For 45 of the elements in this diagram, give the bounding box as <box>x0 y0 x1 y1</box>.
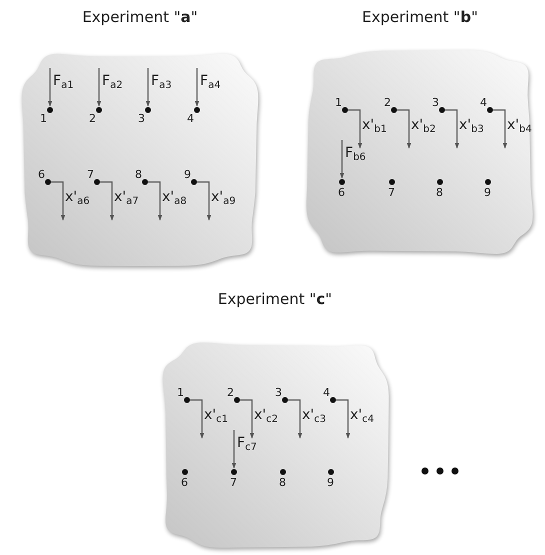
displacement-label: x'$_{b3}$ <box>459 118 484 137</box>
point-number: 3 <box>138 113 145 124</box>
point-number: 4 <box>480 97 487 108</box>
point-number: 1 <box>177 387 184 398</box>
force-label: F$_{a4}$ <box>200 74 221 93</box>
force-label: F$_{a3}$ <box>151 74 172 93</box>
point-number: 8 <box>436 187 443 198</box>
displacement-label: x'$_{a7}$ <box>114 190 139 209</box>
force-label: F$_{c7}$ <box>237 436 257 455</box>
point-number: 6 <box>338 187 345 198</box>
displacement-label: x'$_{c4}$ <box>350 408 374 427</box>
force-label: F$_{a2}$ <box>102 74 123 93</box>
point-number: 4 <box>187 113 194 124</box>
displacement-label: x'$_{b4}$ <box>507 118 532 137</box>
displacement-label: x'$_{c1}$ <box>204 408 228 427</box>
experiment-heading: Experiment "a" <box>81 8 199 26</box>
point-number: 6 <box>181 477 188 488</box>
displacement-label: x'$_{b1}$ <box>362 118 387 137</box>
displacement-label: x'$_{a8}$ <box>162 190 187 209</box>
point-number: 8 <box>279 477 286 488</box>
point-number: 7 <box>230 477 237 488</box>
displacement-label: x'$_{a6}$ <box>65 190 90 209</box>
point-number: 6 <box>38 169 45 180</box>
point-number: 9 <box>484 187 491 198</box>
force-label: F$_{b6}$ <box>345 146 366 165</box>
point-number: 2 <box>227 387 234 398</box>
experiment-heading: Experiment "b" <box>361 8 479 26</box>
experiment-heading: Experiment "c" <box>216 290 334 308</box>
point-number: 1 <box>335 97 342 108</box>
point-number: 2 <box>89 113 96 124</box>
displacement-label: x'$_{c3}$ <box>302 408 326 427</box>
point-number: 7 <box>388 187 395 198</box>
point-number: 7 <box>87 169 94 180</box>
point-number: 3 <box>432 97 439 108</box>
point-number: 9 <box>327 477 334 488</box>
displacement-label: x'$_{b2}$ <box>411 118 436 137</box>
point-number: 8 <box>135 169 142 180</box>
point-number: 4 <box>323 387 330 398</box>
point-number: 2 <box>384 97 391 108</box>
point-number: 3 <box>275 387 282 398</box>
displacement-label: x'$_{c2}$ <box>254 408 278 427</box>
point-number: 9 <box>184 169 191 180</box>
force-label: F$_{a1}$ <box>53 74 74 93</box>
displacement-label: x'$_{a9}$ <box>211 190 236 209</box>
point-number: 1 <box>40 113 47 124</box>
